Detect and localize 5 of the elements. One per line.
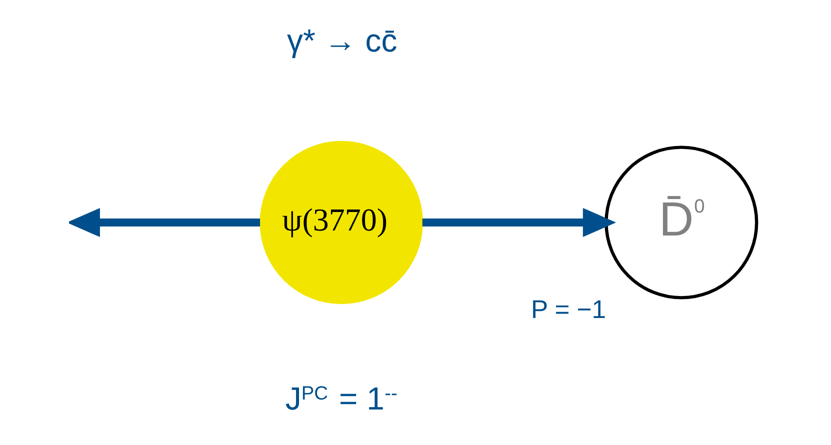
node-label: P = −1 — [530, 296, 606, 324]
arrow — [68, 208, 260, 238]
node-circle: ψ(3770) — [259, 140, 422, 304]
label: γ* → cc̄ — [286, 22, 397, 58]
arrow — [422, 208, 616, 238]
